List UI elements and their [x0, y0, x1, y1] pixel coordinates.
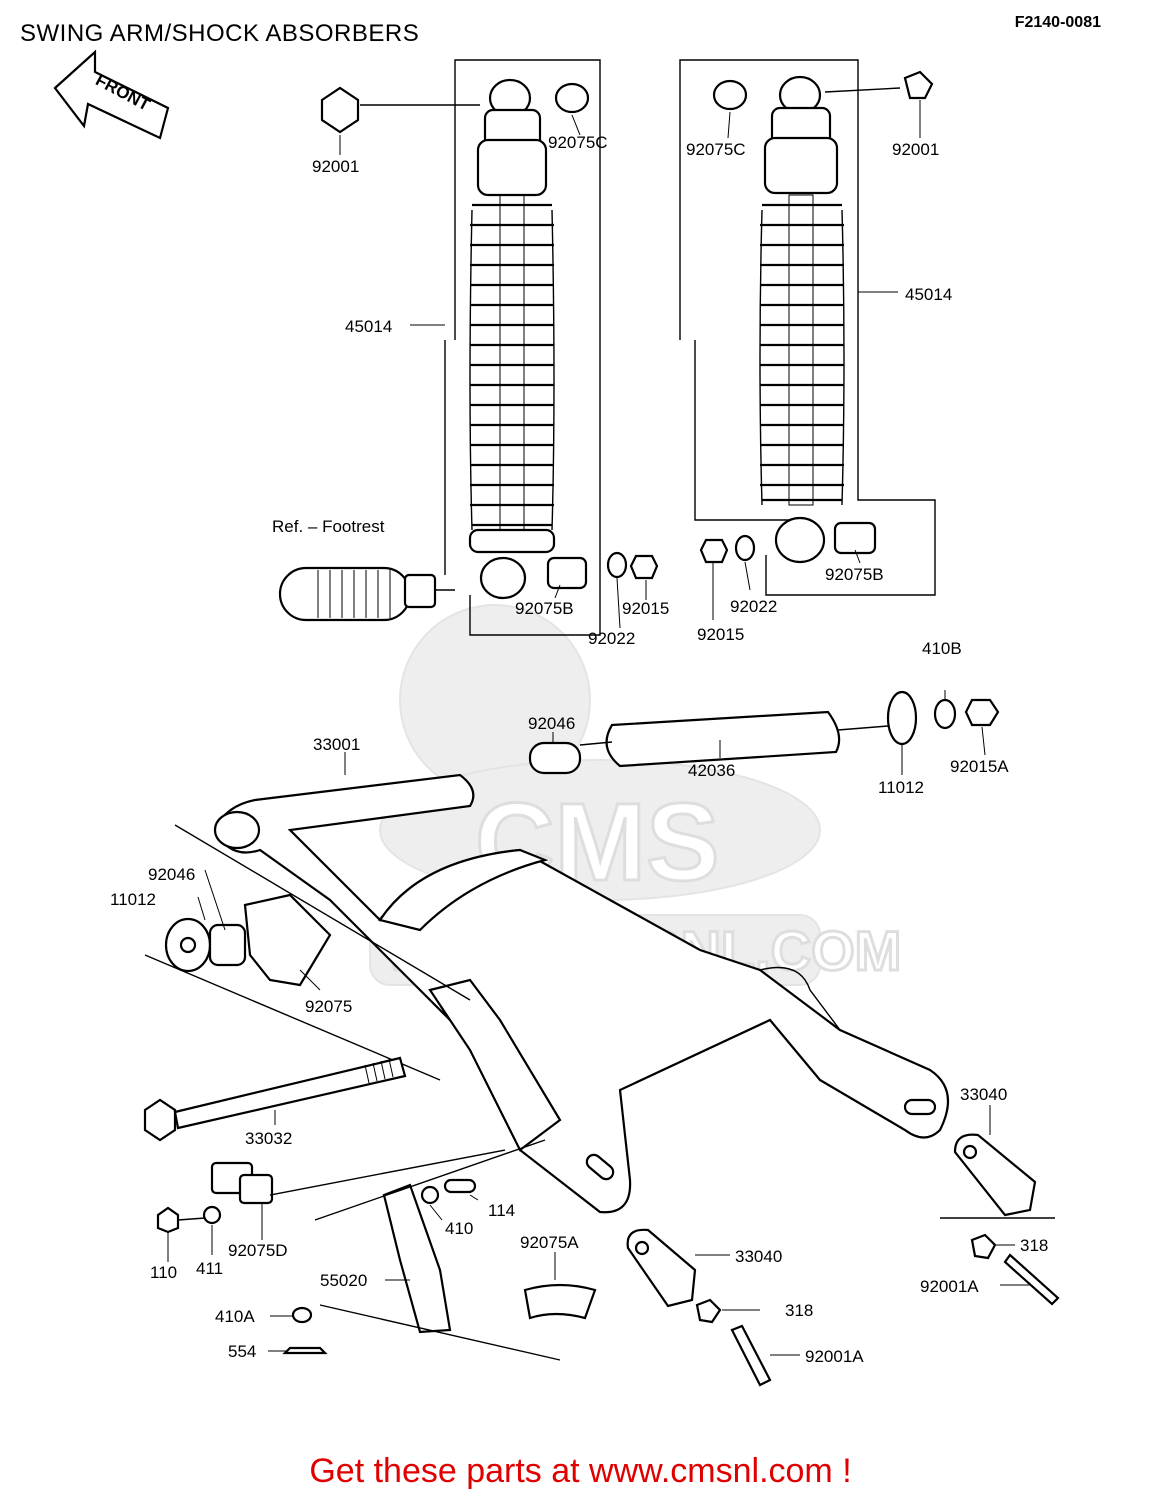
label-92015-right: 92015 [697, 625, 744, 644]
pivot-bolt [143, 1056, 407, 1142]
label-92022-right: 92022 [730, 597, 777, 616]
label-42036: 42036 [688, 761, 735, 780]
label-92075b-left: 92075B [515, 599, 574, 618]
label-410: 410 [445, 1219, 473, 1238]
label-92075d: 92075D [228, 1241, 288, 1260]
right-shock-absorber [679, 59, 936, 596]
label-33032: 33032 [245, 1129, 292, 1148]
chain-adjusters [626, 1133, 1060, 1387]
swing-arm [213, 773, 950, 1214]
page-title: SWING ARM/SHOCK ABSORBERS [20, 20, 420, 47]
label-92075a: 92075A [520, 1233, 579, 1252]
label-410a: 410A [215, 1307, 255, 1326]
front-arrow-icon: FRONT [53, 49, 170, 140]
label-11012-left: 11012 [110, 890, 156, 909]
label-114: 114 [488, 1201, 515, 1220]
label-92015-left: 92015 [622, 599, 669, 618]
label-318-right: 318 [1020, 1236, 1048, 1255]
left-shock-absorber [320, 59, 659, 636]
promo-link[interactable]: Get these parts at www.cmsnl.com ! [309, 1452, 852, 1490]
chain-guide-parts [156, 1139, 597, 1361]
left-shock-spring [469, 194, 555, 536]
label-411: 411 [196, 1259, 223, 1278]
pivot-shaft-assembly [528, 690, 1000, 775]
label-92075c-left: 92075C [548, 133, 608, 152]
label-45014-left: 45014 [345, 317, 392, 336]
footrest-reference [278, 566, 455, 622]
label-33040-mid: 33040 [735, 1247, 782, 1266]
label-92075c-right: 92075C [686, 140, 746, 159]
label-92015a: 92015A [950, 757, 1009, 776]
right-shock-spring [759, 194, 845, 506]
label-318-mid: 318 [785, 1301, 813, 1320]
label-33001: 33001 [313, 735, 360, 754]
label-92046-top: 92046 [528, 714, 575, 733]
label-33040-right: 33040 [960, 1085, 1007, 1104]
label-55020: 55020 [320, 1271, 367, 1290]
label-92075: 92075 [305, 997, 352, 1016]
label-92001a-mid: 92001A [805, 1347, 864, 1366]
label-110: 110 [150, 1263, 177, 1282]
label-410b: 410B [922, 639, 962, 658]
label-92001a-right: 92001A [920, 1277, 979, 1296]
part-labels: 92001 92075C 92075C 92001 45014 45014 92… [110, 133, 1048, 1366]
left-pivot-parts [144, 824, 471, 1081]
label-92001-right: 92001 [892, 140, 939, 159]
label-554: 554 [228, 1342, 256, 1361]
label-92075b-right: 92075B [825, 565, 884, 584]
diagram-code: F2140-0081 [1014, 14, 1101, 31]
label-11012-right: 11012 [878, 778, 924, 797]
reference-note: Ref. – Footrest [272, 517, 385, 536]
label-92001-left: 92001 [312, 157, 359, 176]
label-92022-left: 92022 [588, 629, 635, 648]
leader-lines [167, 100, 1030, 1356]
label-92046-left: 92046 [148, 865, 195, 884]
label-45014-right: 45014 [905, 285, 952, 304]
